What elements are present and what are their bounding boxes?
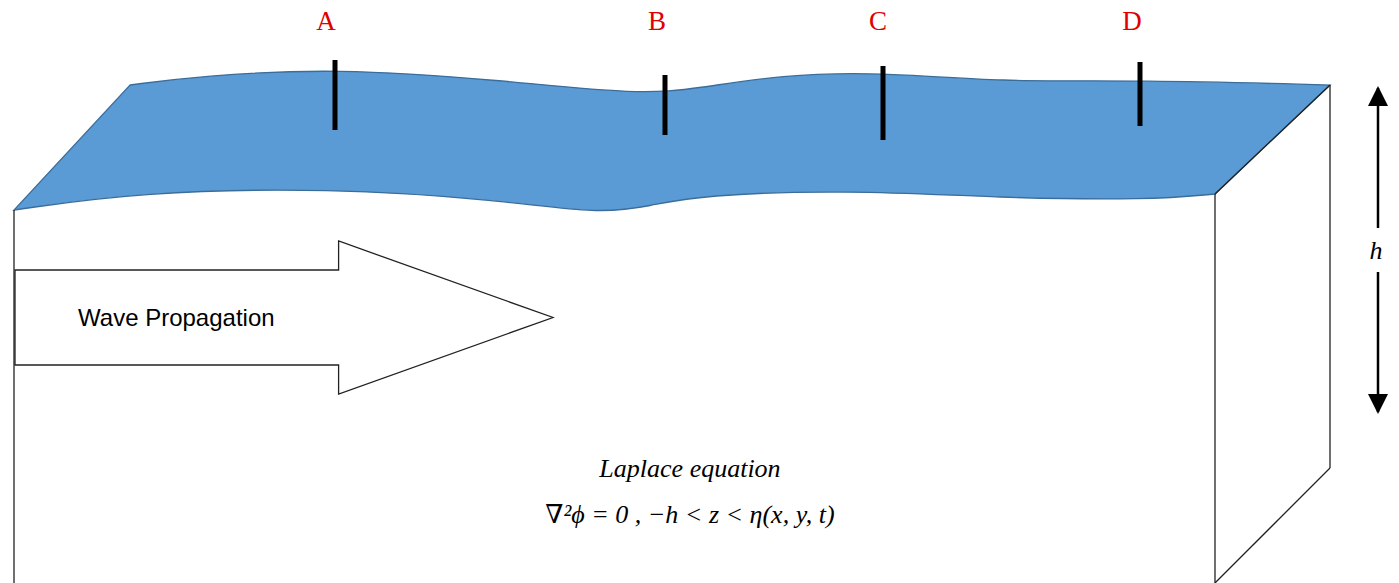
probe-bar — [333, 60, 338, 130]
equation: ∇²ϕ = 0 , −h < z < η(x, y, t) — [545, 500, 834, 530]
probe-label: C — [869, 6, 887, 37]
arrow-outline — [15, 241, 553, 394]
water-surface — [14, 71, 1330, 210]
tank-outline — [14, 85, 1330, 583]
probe-label: D — [1122, 6, 1142, 37]
wave-probe — [335, 60, 1140, 140]
probe-bar — [881, 66, 886, 140]
probe-bar — [1138, 62, 1143, 126]
depth-label: h — [1368, 234, 1385, 268]
probe-label: A — [316, 6, 336, 37]
arrow-label: Wave Propagation — [78, 304, 275, 332]
tank-edge — [1329, 85, 1330, 468]
probe-bar — [663, 75, 668, 135]
tank-edge — [1215, 468, 1330, 583]
equation-title: Laplace equation — [599, 454, 780, 484]
arrow-shape: Wave Propagation — [14, 240, 555, 395]
tank-edge — [1215, 85, 1330, 194]
probe-label: B — [648, 6, 666, 37]
tank-edge — [13, 210, 14, 583]
tank-edge — [1214, 194, 1215, 583]
arrow-body: Wave Propagation — [20, 270, 333, 365]
